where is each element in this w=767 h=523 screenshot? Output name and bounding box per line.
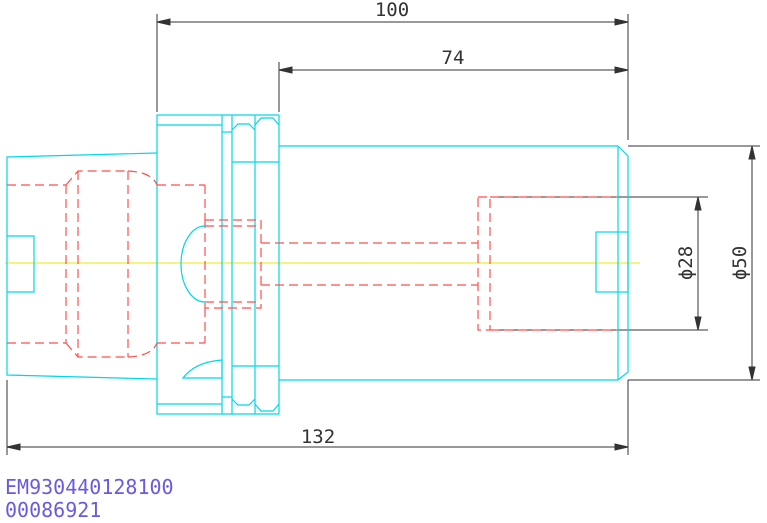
body-outline [6, 114, 629, 415]
dim-74: 74 [442, 47, 465, 69]
pocket-arc [180, 225, 206, 303]
part-number: EM930440128100 [5, 475, 174, 499]
hidden-lines [7, 170, 618, 358]
dim-100: 100 [375, 0, 409, 21]
dim-phi28: ϕ28 [675, 246, 697, 280]
dim-phi50: ϕ50 [729, 246, 751, 280]
dim-132: 132 [301, 426, 335, 448]
serial-number: 00086921 [5, 498, 101, 522]
dimension-lines [6, 14, 760, 455]
